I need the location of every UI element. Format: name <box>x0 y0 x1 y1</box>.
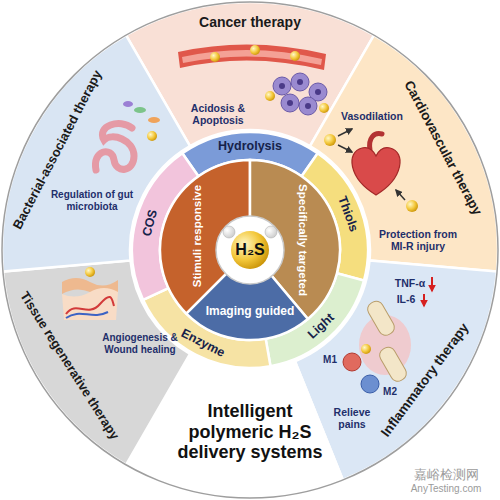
skin-illustration <box>62 288 118 320</box>
tumor-illustration <box>305 103 311 109</box>
joint-illustration <box>365 299 397 338</box>
gut-illustration <box>134 107 146 113</box>
gut-illustration <box>95 101 160 170</box>
effect-label: Acidosis & Apoptosis <box>182 102 254 126</box>
gut-illustration <box>147 131 157 141</box>
effect-label: Relieve pains <box>327 406 377 430</box>
tumor-illustration <box>265 91 275 101</box>
watermark: AnyTesting.com <box>411 483 482 495</box>
core-label: H₂S <box>235 241 264 259</box>
tumor-illustration <box>281 94 299 112</box>
tumor-illustration <box>287 100 293 106</box>
tumor-illustration <box>291 73 309 91</box>
h2s-molecule <box>223 226 235 238</box>
joint-illustration <box>423 294 425 306</box>
heart-illustration <box>370 134 382 150</box>
tumor-illustration <box>250 45 260 55</box>
cytokine-label: IL-6 <box>397 293 416 305</box>
sector-heading: Cancer therapy <box>199 14 301 30</box>
joint-illustration <box>361 344 371 354</box>
strategy-label: Imaging guided <box>206 305 295 319</box>
strategy-label: Specifically targeted <box>295 184 308 296</box>
joint-illustration <box>361 375 379 393</box>
tumor-illustration <box>290 51 300 61</box>
tumor-illustration <box>178 44 329 115</box>
gut-illustration <box>123 101 133 107</box>
tumor-illustration <box>319 103 329 113</box>
center-title: Intelligent polymeric H₂S delivery syste… <box>168 401 333 463</box>
skin-illustration <box>62 267 118 320</box>
heart-illustration <box>324 129 418 212</box>
h2s-molecule <box>265 226 277 238</box>
skin-illustration <box>66 312 108 318</box>
effect-label: Regulation of gut microbiota <box>50 189 134 212</box>
tumor-illustration <box>297 79 303 85</box>
heart-illustration <box>406 200 418 212</box>
core-circle: H₂S <box>214 214 286 286</box>
effect-label: Angiogenesis & Wound healing <box>96 332 184 355</box>
skin-illustration <box>66 297 114 314</box>
stimulus-label: Hydrolysis <box>218 139 282 153</box>
joint-illustration <box>431 277 433 291</box>
effect-label: Protection from MI-R injury <box>375 228 461 252</box>
tumor-illustration <box>279 83 285 89</box>
effect-label: Vasodilation <box>341 110 403 122</box>
joint-illustration <box>343 353 361 371</box>
skin-illustration <box>85 267 95 277</box>
strategy-label: Stimuli responsive <box>191 185 204 287</box>
heart-illustration <box>324 134 336 146</box>
h2s-molecule <box>223 226 277 269</box>
tumor-illustration <box>210 52 220 62</box>
gut-illustration <box>148 117 160 123</box>
tumor-illustration <box>273 77 291 95</box>
tumor-illustration <box>178 44 326 70</box>
heart-illustration <box>396 190 405 200</box>
heart-illustration <box>338 145 352 152</box>
joint-illustration <box>343 277 432 393</box>
tumor-illustration <box>299 97 317 115</box>
h2s-molecule <box>231 231 269 269</box>
cytokine-label: TNF-α <box>395 277 425 289</box>
heart-illustration <box>352 148 400 195</box>
cell-label: M2 <box>383 386 397 398</box>
watermark: 嘉峪检测网 <box>414 468 479 482</box>
heart-illustration <box>338 129 352 136</box>
gut-illustration <box>95 124 134 170</box>
cell-label: M1 <box>323 354 337 366</box>
core-shape <box>216 216 284 284</box>
tumor-illustration <box>315 89 321 95</box>
joint-illustration <box>377 345 409 384</box>
